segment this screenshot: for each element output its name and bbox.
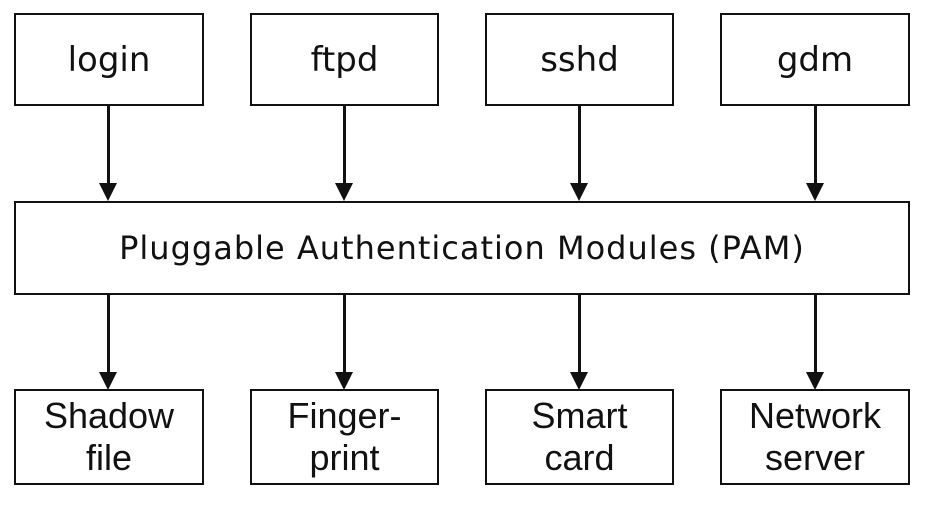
- pam-to-smartcard-arrow-line: [578, 295, 581, 373]
- shadow-file-label: Shadow file: [44, 395, 174, 480]
- ftpd-to-pam-arrowhead: [335, 183, 353, 201]
- pam-to-smartcard-arrowhead: [570, 372, 588, 390]
- pam-to-network-arrow-line: [814, 295, 817, 373]
- pam-to-shadow-arrow-line: [107, 295, 110, 373]
- shadow-file-box: Shadow file: [14, 389, 204, 485]
- gdm-label: gdm: [776, 39, 854, 80]
- sshd-to-pam-arrowhead: [570, 183, 588, 201]
- shadow-file-line-2: file: [85, 437, 132, 478]
- smart-card-box: Smart card: [485, 389, 674, 485]
- gdm-to-pam-arrowhead: [806, 183, 824, 201]
- sshd-box: sshd: [485, 13, 674, 106]
- pam-to-fingerprint-arrow-line: [343, 295, 346, 373]
- smart-card-line-2: card: [544, 437, 615, 478]
- pam-to-network-arrowhead: [806, 372, 824, 390]
- network-server-line-1: Network: [748, 394, 882, 436]
- fingerprint-line-1: Finger-: [287, 394, 402, 436]
- ftpd-box: ftpd: [250, 13, 439, 106]
- pam-box: Pluggable Authentication Modules (PAM): [14, 201, 910, 295]
- fingerprint-line-2: print: [309, 437, 380, 478]
- fingerprint-box: Finger- print: [250, 389, 439, 485]
- pam-to-fingerprint-arrowhead: [335, 372, 353, 390]
- network-server-line-2: server: [764, 437, 866, 478]
- login-box: login: [14, 13, 204, 106]
- network-server-box: Network server: [720, 389, 910, 485]
- ftpd-to-pam-arrow-line: [343, 106, 346, 184]
- smart-card-line-1: Smart: [531, 394, 628, 436]
- smart-card-label: Smart card: [531, 395, 627, 480]
- login-label: login: [67, 39, 151, 80]
- pam-label: Pluggable Authentication Modules (PAM): [119, 229, 805, 267]
- gdm-to-pam-arrow-line: [814, 106, 817, 184]
- pam-to-shadow-arrowhead: [99, 372, 117, 390]
- sshd-to-pam-arrow-line: [578, 106, 581, 184]
- fingerprint-label: Finger- print: [287, 395, 401, 480]
- gdm-box: gdm: [720, 13, 910, 106]
- sshd-label: sshd: [540, 39, 619, 80]
- shadow-file-line-1: Shadow: [43, 394, 175, 436]
- login-to-pam-arrow-line: [107, 106, 110, 184]
- ftpd-label: ftpd: [310, 39, 379, 80]
- network-server-label: Network server: [749, 395, 881, 480]
- login-to-pam-arrowhead: [99, 183, 117, 201]
